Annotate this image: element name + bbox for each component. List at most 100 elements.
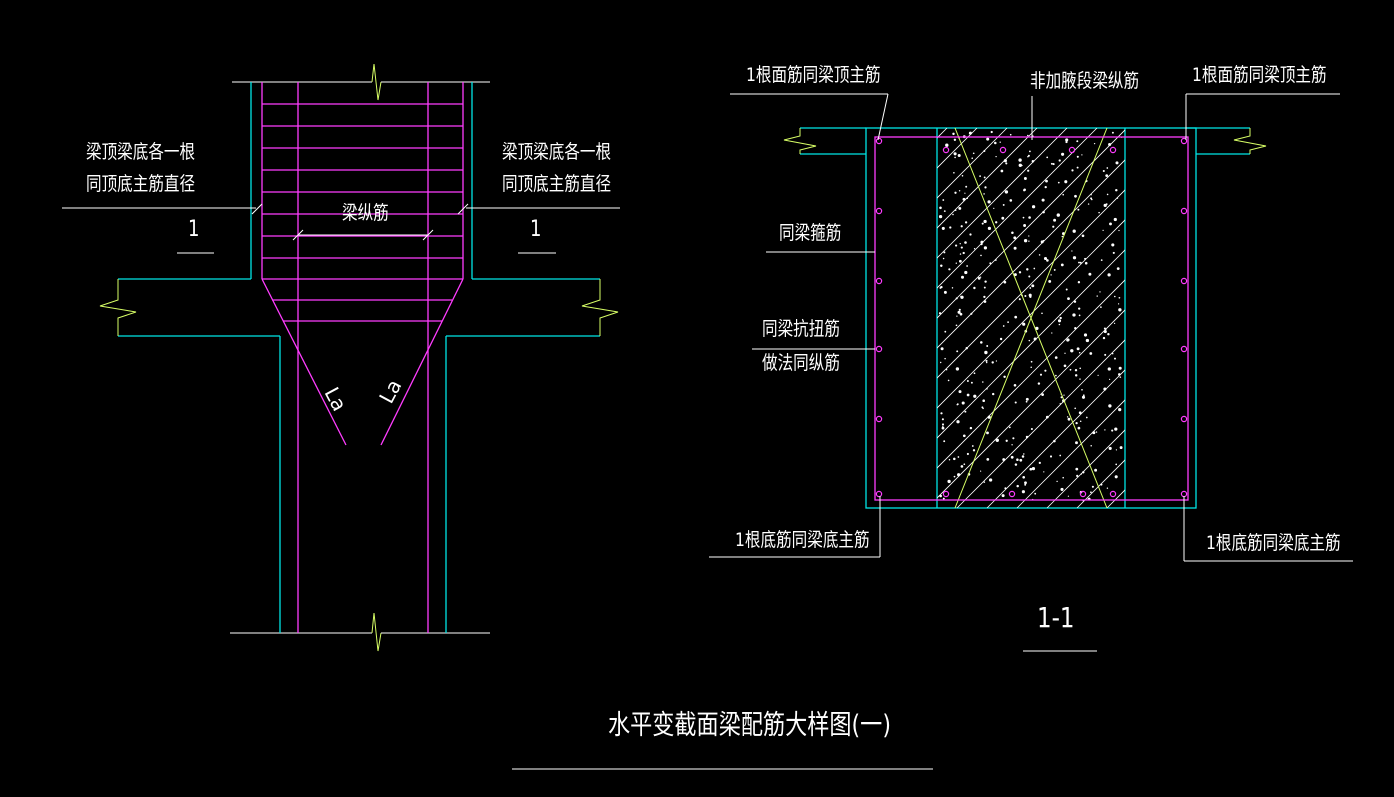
- aggregate-speck: [1046, 156, 1049, 159]
- aggregate-speck: [1041, 198, 1045, 202]
- aggregate-speck: [1050, 162, 1053, 165]
- hatch-line: [1137, 128, 1394, 508]
- hatch-line: [937, 128, 948, 139]
- aggregate-speck: [1104, 353, 1107, 356]
- aggregate-speck: [948, 458, 951, 461]
- concrete-outline: [118, 82, 600, 633]
- aggregate-speck: [1028, 339, 1031, 342]
- aggregate-speck: [949, 226, 952, 229]
- aggregate-speck: [1070, 349, 1074, 353]
- stirrup-label: 同梁箍筋: [779, 222, 842, 244]
- rebar-dot: [942, 490, 950, 498]
- bottom-left-label: 1根底筋同梁底主筋: [735, 529, 870, 551]
- aggregate-speck: [1014, 401, 1017, 404]
- aggregate-speck: [966, 380, 969, 382]
- aggregate-speck: [1090, 194, 1092, 196]
- aggregate-speck: [1076, 166, 1079, 169]
- aggregate-speck: [1076, 140, 1079, 143]
- aggregate-speck: [973, 286, 976, 290]
- aggregate-speck: [960, 275, 965, 279]
- aggregate-speck: [964, 241, 967, 244]
- aggregate-speck: [1078, 261, 1080, 264]
- bottom-break-line: [230, 612, 490, 652]
- aggregate-speck: [1107, 273, 1111, 277]
- aggregate-speck: [961, 175, 964, 177]
- aggregate-speck: [1082, 471, 1085, 474]
- aggregate-speck: [1079, 367, 1082, 370]
- aggregate-speck: [1038, 461, 1041, 465]
- aggregate-speck: [960, 295, 962, 298]
- aggregate-speck: [1072, 313, 1076, 317]
- aggregate-speck: [979, 175, 981, 178]
- aggregate-speck: [1026, 268, 1029, 271]
- aggregate-speck: [1062, 193, 1065, 196]
- aggregate-speck: [955, 324, 958, 327]
- aggregate-speck: [980, 254, 982, 257]
- aggregate-speck: [1077, 426, 1081, 430]
- aggregate-speck: [960, 225, 963, 228]
- aggregate-speck: [1118, 373, 1121, 376]
- aggregate-speck: [1013, 246, 1017, 250]
- aggregate-speck: [1106, 167, 1109, 169]
- aggregate-speck: [953, 152, 957, 156]
- aggregate-speck: [1115, 161, 1119, 165]
- aggregate-speck: [952, 213, 954, 216]
- aggregate-speck: [984, 280, 987, 283]
- rebar-dot: [1180, 207, 1188, 215]
- drawing-title: 水平变截面梁配筋大样图(一): [608, 710, 891, 741]
- aggregate-speck: [1074, 327, 1077, 330]
- aggregate-speck: [1051, 332, 1053, 334]
- aggregate-speck: [982, 399, 985, 403]
- aggregate-speck: [1064, 180, 1068, 184]
- aggregate-speck: [1107, 332, 1110, 336]
- aggregate-speck: [1046, 259, 1049, 262]
- aggregate-speck: [1105, 203, 1108, 206]
- aggregate-speck: [953, 457, 956, 461]
- aggregate-speck: [955, 297, 958, 300]
- hatch-line: [937, 249, 1125, 439]
- aggregate-speck: [1078, 307, 1081, 310]
- aggregate-speck: [1039, 373, 1043, 376]
- aggregate-speck: [1022, 216, 1025, 219]
- aggregate-speck: [1023, 177, 1027, 180]
- aggregate-speck: [1115, 449, 1117, 451]
- aggregate-speck: [1049, 455, 1053, 458]
- aggregate-speck: [1029, 467, 1033, 471]
- lap-length-left: La: [320, 383, 352, 415]
- aggregate-speck: [1054, 356, 1058, 359]
- aggregate-speck: [1100, 483, 1103, 486]
- aggregate-speck: [1012, 437, 1015, 440]
- aggregate-speck: [1011, 444, 1013, 446]
- aggregate-speck: [1030, 366, 1032, 369]
- aggregate-speck: [980, 243, 983, 246]
- aggregate-speck: [965, 347, 968, 350]
- aggregate-speck: [1044, 185, 1047, 189]
- aggregate-speck: [992, 392, 995, 396]
- aggregate-speck: [963, 463, 966, 466]
- aggregate-speck: [960, 465, 964, 468]
- aggregate-speck: [1111, 243, 1115, 247]
- aggregate-speck: [1111, 131, 1114, 134]
- rebar-dot: [1180, 345, 1188, 353]
- aggregate-speck: [954, 191, 957, 194]
- aggregate-speck: [1094, 468, 1098, 472]
- aggregate-speck: [983, 481, 986, 483]
- aggregate-speck: [957, 154, 961, 157]
- hatch-line: [937, 219, 1125, 409]
- aggregate-speck: [938, 214, 943, 219]
- aggregate-speck: [973, 248, 976, 250]
- aggregate-speck: [1004, 190, 1009, 194]
- aggregate-speck: [1003, 159, 1007, 163]
- aggregate-speck: [962, 197, 966, 201]
- aggregate-speck: [995, 221, 998, 224]
- aggregate-speck: [1085, 338, 1090, 343]
- aggregate-speck: [1014, 315, 1018, 319]
- aggregate-speck: [1013, 273, 1017, 277]
- aggregate-speck: [1076, 155, 1079, 158]
- aggregate-speck: [986, 137, 990, 141]
- aggregate-speck: [1007, 321, 1009, 323]
- rebar-dot: [1109, 490, 1117, 498]
- rebar-dot: [1079, 490, 1087, 498]
- aggregate-speck: [994, 259, 997, 261]
- aggregate-speck: [1033, 337, 1037, 341]
